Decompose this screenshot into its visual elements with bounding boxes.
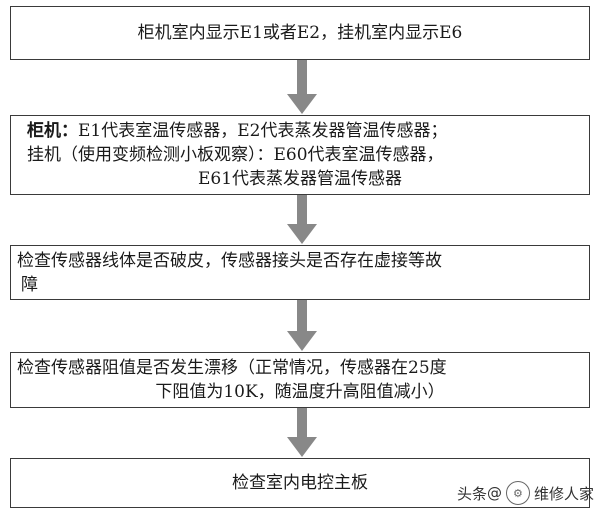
flow-step-3-line-1: 检查传感器线体是否破皮，传感器接头是否存在虚接等故: [17, 250, 442, 271]
flow-arrow-1: [287, 60, 317, 115]
flow-step-5-text: 检查室内电控主板: [232, 473, 368, 493]
flow-step-3-box: 检查传感器线体是否破皮，传感器接头是否存在虚接等故 障: [10, 245, 590, 300]
flow-step-2-line-1: 柜机：E1代表室温传感器，E2代表蒸发器管温传感器；: [11, 119, 589, 143]
flow-step-5-box: 检查室内电控主板: [10, 458, 590, 508]
flow-step-4-line-2: 下阻值为10K，随温度升高阻值减小）: [155, 382, 445, 402]
flow-step-2-line-2: 挂机（使用变频检测小板观察）：E60代表室温传感器，: [27, 145, 444, 165]
flow-step-2-label: 柜机：: [27, 121, 78, 141]
watermark: 头条 @ ⚙ 维修人家: [457, 481, 594, 505]
flow-step-4-box: 检查传感器阻值是否发生漂移（正常情况，传感器在25度 下阻值为10K，随温度升高…: [10, 352, 590, 408]
flow-arrow-3: [287, 300, 317, 352]
watermark-name: 维修人家: [533, 484, 594, 503]
flow-step-2-box: 柜机：E1代表室温传感器，E2代表蒸发器管温传感器； 挂机（使用变频检测小板观察…: [10, 115, 590, 195]
flow-step-2-line-1-text: E1代表室温传感器，E2代表蒸发器管温传感器；: [78, 121, 448, 141]
flow-step-4-line-1: 检查传感器阻值是否发生漂移（正常情况，传感器在25度: [17, 358, 447, 378]
flow-step-3-line-2: 障: [21, 274, 38, 295]
flow-step-1-box: 柜机室内显示E1或者E2，挂机室内显示E6: [10, 6, 590, 60]
watermark-at: @: [486, 484, 502, 502]
flow-step-1-text: 柜机室内显示E1或者E2，挂机室内显示E6: [137, 23, 463, 43]
flow-arrow-2: [287, 195, 317, 245]
flow-step-2-line-3: E61代表蒸发器管温传感器: [197, 169, 403, 189]
gear-icon: ⚙: [505, 481, 530, 505]
flow-arrow-4: [287, 408, 317, 458]
watermark-prefix: 头条: [456, 484, 487, 503]
